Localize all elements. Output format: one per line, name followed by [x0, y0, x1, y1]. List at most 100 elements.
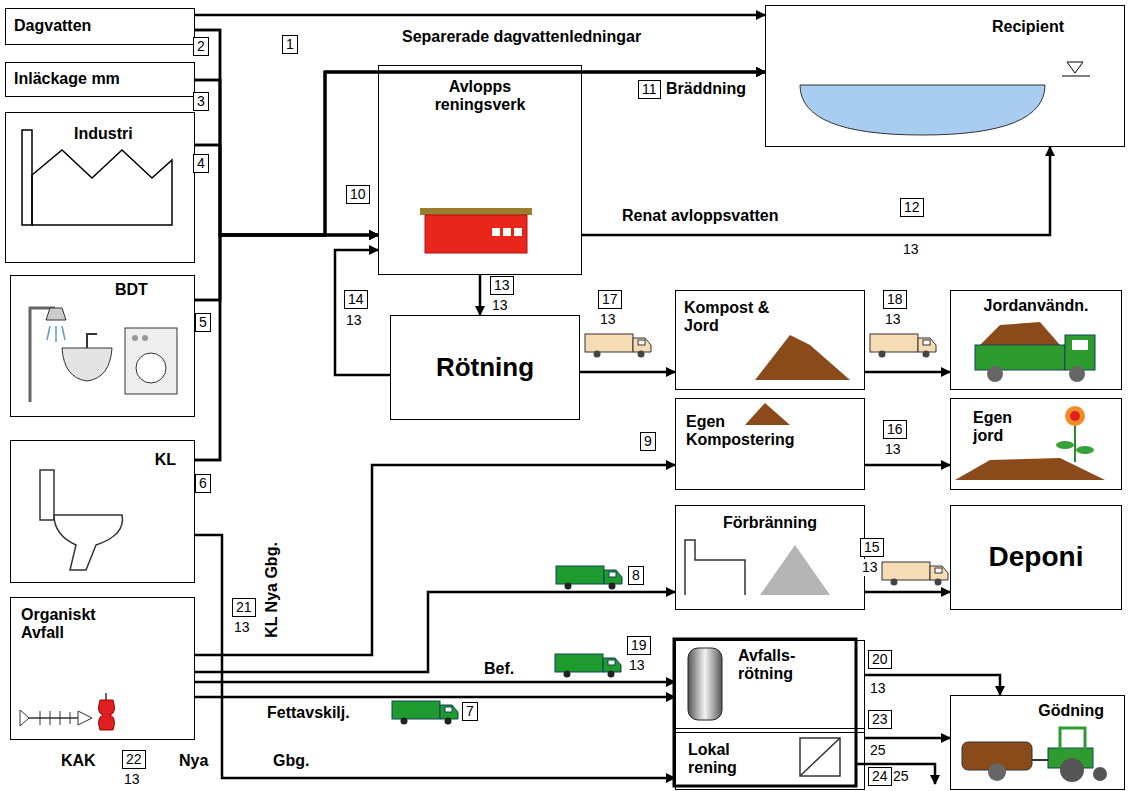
flow-note: KAK	[60, 752, 97, 770]
flow-label: Separerade dagvattenledningar	[400, 28, 643, 46]
process-box: Deponi	[950, 505, 1122, 610]
process-box: Lokal rening	[675, 728, 865, 790]
wheel	[1069, 366, 1085, 382]
sub-number: 25	[870, 742, 886, 759]
callout-number: 21	[232, 598, 256, 617]
truck-icon	[555, 654, 621, 678]
callout-number: 9	[640, 432, 656, 451]
sub-number: 13	[234, 619, 250, 636]
flow-arrow	[865, 737, 950, 740]
callout-number: 3	[193, 92, 209, 111]
box-label: Gödning	[1038, 702, 1104, 720]
process-box: Organiskt Avfall	[10, 597, 195, 740]
process-box: Dagvatten	[5, 8, 195, 45]
flow-label: Bef.	[482, 660, 516, 678]
callout-number: 24	[868, 767, 892, 786]
box-label: Egen Kompostering	[686, 413, 801, 450]
box-label: Inläckage mm	[14, 70, 120, 88]
digester-tank	[688, 648, 722, 720]
box-label: BDT	[115, 281, 148, 299]
soil-mound	[955, 458, 1105, 480]
tractor-icon	[962, 728, 1107, 782]
flow-arrow	[195, 235, 378, 460]
leaf	[1056, 441, 1074, 449]
callout-number: 13	[490, 276, 514, 295]
flow-arrow	[195, 465, 675, 655]
process-box: Industri	[5, 112, 195, 263]
callout-number: 18	[883, 290, 907, 309]
process-box: Egen Kompostering	[675, 398, 865, 490]
wheel	[1060, 758, 1084, 782]
flower-center	[1070, 411, 1080, 421]
building-wall	[425, 215, 527, 253]
callout-number: 4	[193, 154, 209, 173]
sub-number: 13	[870, 680, 886, 697]
sub-number: 13	[885, 441, 901, 458]
sub-number: 13	[629, 657, 645, 674]
organic-waste-icon	[20, 693, 114, 730]
flow-arrow	[195, 696, 675, 699]
box-label: Dagvatten	[14, 17, 91, 35]
compost-pile	[745, 403, 790, 425]
callout-number: 1	[282, 35, 298, 54]
filter-box	[800, 738, 840, 776]
sub-number: 13	[124, 771, 140, 788]
water-level-symbol	[1067, 62, 1083, 73]
shower-pipe	[30, 308, 55, 402]
flow-arrow	[580, 371, 675, 374]
sub-number: 13	[600, 311, 616, 328]
window	[514, 228, 522, 236]
flow-arrow	[195, 30, 378, 235]
flow-arrow	[865, 371, 950, 374]
flow-arrow	[582, 147, 1050, 235]
callout-number: 14	[344, 290, 368, 309]
flow-arrow	[195, 72, 765, 460]
ash-pile	[760, 545, 830, 595]
filter-diagonal	[800, 738, 840, 776]
truck-body	[975, 345, 1065, 370]
dump-truck	[975, 322, 1095, 382]
flow-arrow	[195, 14, 765, 17]
apple-stem	[105, 693, 107, 700]
callout-number: 12	[900, 198, 924, 217]
sub-number: 25	[893, 768, 909, 785]
flow-arrow	[479, 275, 482, 315]
process-box: BDT	[10, 275, 195, 417]
callout-number: 19	[627, 636, 651, 655]
filter-symbol	[800, 738, 840, 776]
callout-number: 22	[122, 750, 146, 769]
box-label: Industri	[74, 125, 133, 143]
flow-arrow	[865, 464, 950, 467]
box-label: Lokal rening	[688, 741, 748, 778]
flow-arrow	[195, 80, 378, 235]
water-level-line	[1062, 76, 1090, 77]
machine-knob	[142, 335, 148, 341]
sink	[62, 348, 112, 381]
truck-cab	[1065, 335, 1095, 370]
toilet-icon	[40, 470, 122, 570]
sub-number: 13	[885, 311, 901, 328]
process-box: Förbränning	[675, 505, 865, 610]
truck-window	[1072, 340, 1088, 350]
chimney	[22, 130, 32, 225]
flow-arrow	[865, 591, 950, 594]
sub-number: 13	[903, 241, 919, 258]
wheel	[988, 763, 1006, 781]
sub-number: 13	[346, 312, 362, 329]
box-label: Förbränning	[723, 514, 817, 532]
callout-number: 8	[628, 566, 644, 585]
soil-load	[980, 322, 1060, 345]
washing-machine	[125, 328, 177, 394]
flow-label: Fettavskilj.	[265, 704, 352, 722]
callout-number: 11	[638, 80, 661, 99]
flow-arrow	[195, 30, 765, 235]
water-body	[800, 85, 1045, 135]
process-box: Gödning	[950, 695, 1125, 790]
callout-number: 16	[883, 420, 907, 439]
flow-arrow	[195, 535, 675, 778]
sub-number: 13	[862, 559, 878, 576]
flow-arrow	[335, 250, 390, 375]
treatment-group-frame	[674, 639, 856, 786]
truck-icon	[870, 334, 936, 358]
